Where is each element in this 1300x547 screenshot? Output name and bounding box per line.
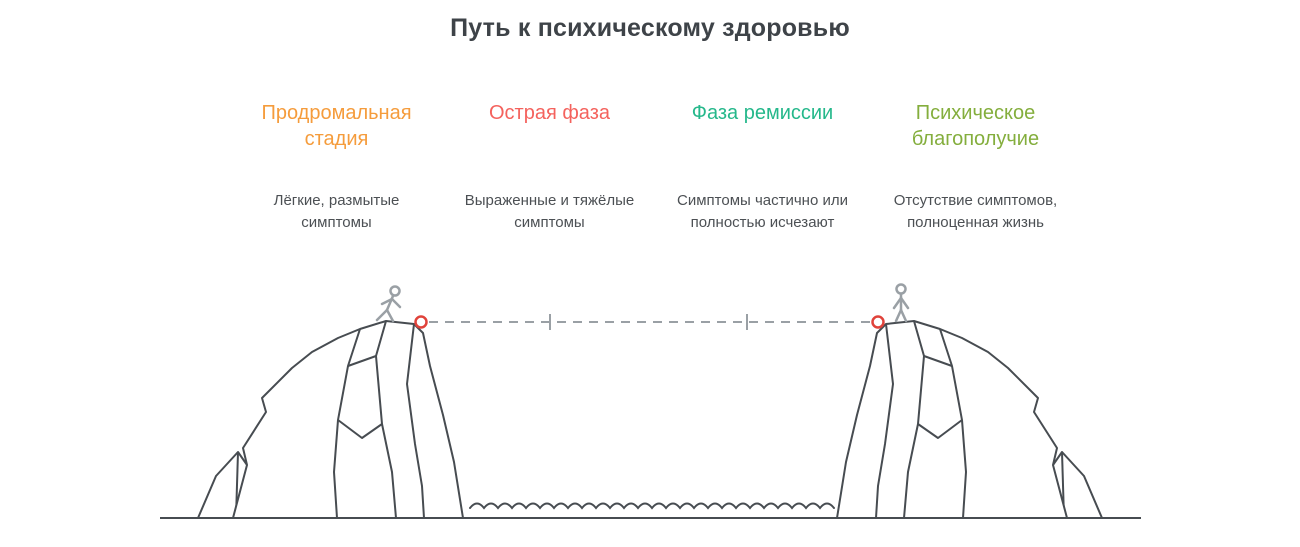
right-cliff-facet <box>917 419 963 439</box>
left-cliff-facet <box>406 323 425 519</box>
left-cliff-icon <box>197 320 464 519</box>
right-anchor-ring-icon <box>871 315 885 329</box>
stage-acute-label: Острая фаза <box>489 102 610 124</box>
stage-remission: Фаза ремиссии Симптомы частично или полн… <box>656 100 869 252</box>
left-cliff-facet <box>337 419 383 439</box>
water-waves-icon <box>469 502 835 510</box>
right-cliff-facet <box>923 355 953 367</box>
stage-acute-description: Выраженные и тяжёлые симптомы <box>464 192 635 231</box>
stage-acute: Острая фаза Выраженные и тяжёлые симптом… <box>443 100 656 252</box>
right-cliff-icon <box>836 320 1103 519</box>
stage-remission-label: Фаза ремиссии <box>691 102 834 124</box>
right-cliff-facet <box>875 323 894 519</box>
stage-prodromal-label: Продромальная стадия <box>261 102 412 151</box>
stages-row: Продромальная стадия Лёгкие, размытые си… <box>230 100 1082 252</box>
stage-prodromal-desc-wrap: Лёгкие, размытые симптомы <box>236 172 437 252</box>
stage-wellbeing: Психическое благополучие Отсутствие симп… <box>869 100 1082 252</box>
left-cliff-outline <box>232 320 464 519</box>
stage-wellbeing-label: Психическое благополучие <box>911 102 1040 151</box>
stage-remission-description: Симптомы частично или полностью исчезают <box>677 192 848 231</box>
right-cliff-outline <box>836 320 1068 519</box>
left-anchor-ring-icon <box>414 315 428 329</box>
stage-wellbeing-description: Отсутствие симптомов, полноценная жизнь <box>893 192 1058 231</box>
standing-person-icon <box>892 283 910 323</box>
stage-wellbeing-desc-wrap: Отсутствие симптомов, полноценная жизнь <box>875 172 1076 252</box>
stage-prodromal: Продромальная стадия Лёгкие, размытые си… <box>230 100 443 252</box>
stage-acute-desc-wrap: Выраженные и тяжёлые симптомы <box>449 172 650 252</box>
stage-remission-desc-wrap: Симптомы частично или полностью исчезают <box>662 172 863 252</box>
walking-person-icon <box>375 285 402 323</box>
left-cliff-facet <box>347 355 377 367</box>
page-title: Путь к психическому здоровью <box>450 14 850 42</box>
stage-prodromal-description: Лёгкие, размытые симптомы <box>273 192 400 231</box>
